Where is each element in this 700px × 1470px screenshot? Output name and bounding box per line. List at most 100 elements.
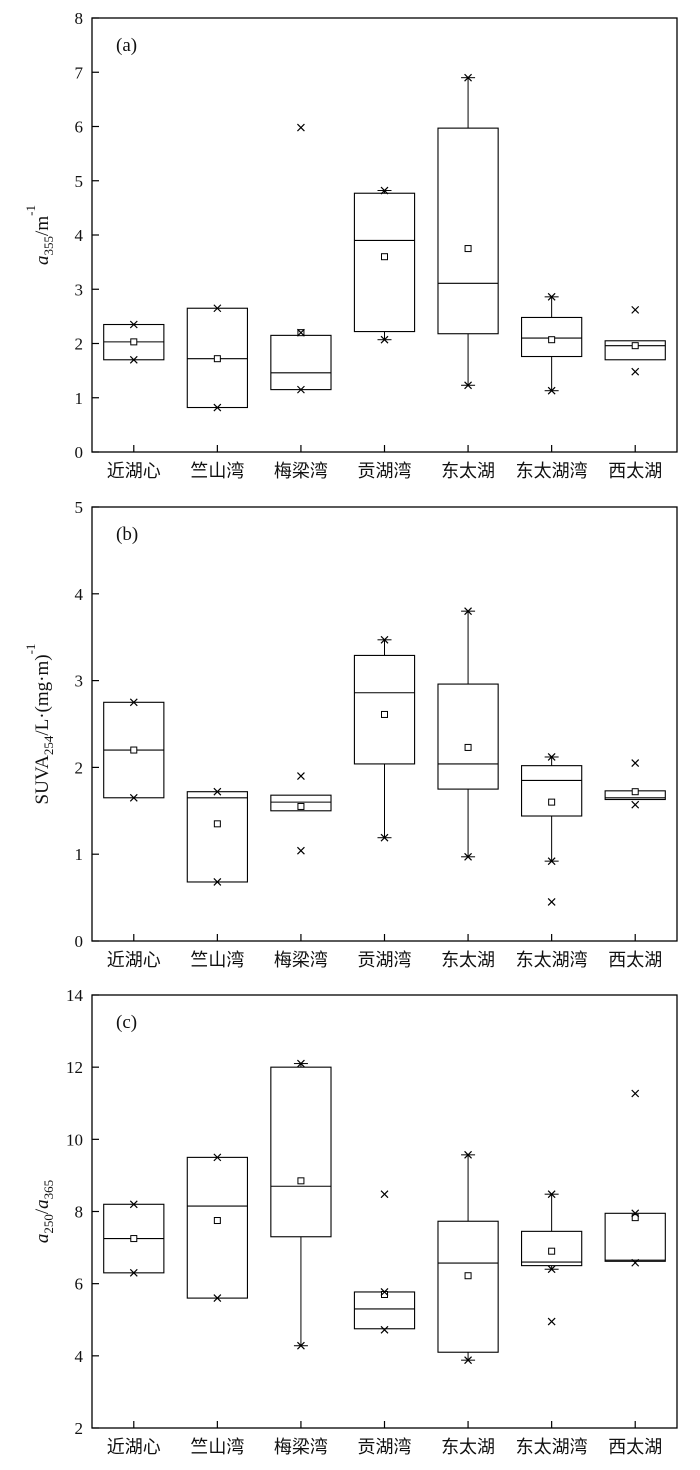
box [353, 1291, 416, 1330]
box-group [521, 1190, 583, 1326]
y-tick-label: 12 [66, 1058, 83, 1077]
mean-marker [130, 338, 138, 346]
mean-marker [297, 1177, 305, 1185]
box-group [186, 304, 248, 412]
panel-label: (a) [116, 35, 137, 56]
panel-a: 012345678近湖心竺山湾梅梁湾贡湖湾东太湖东太湖湾西太湖(a)a355/m… [23, 9, 678, 482]
category-label: 西太湖 [608, 461, 662, 482]
box-group [103, 1200, 165, 1277]
box [353, 192, 416, 333]
box-group [270, 123, 332, 394]
y-tick-label: 5 [75, 498, 84, 517]
box-group [270, 772, 332, 855]
outlier-marker [547, 1317, 556, 1326]
category-label: 梅梁湾 [274, 1437, 328, 1458]
y-tick-label: 4 [75, 585, 84, 604]
mean-marker [213, 820, 221, 828]
y-tick-label: 8 [75, 1203, 84, 1222]
min-marker [213, 1294, 222, 1303]
min-marker [464, 381, 472, 390]
max-marker [631, 759, 640, 767]
category-label: 东太湖湾 [516, 461, 588, 482]
min-marker [631, 800, 640, 809]
min-marker [380, 335, 389, 344]
category-label: 近湖心 [107, 950, 161, 971]
category-label: 东太湖湾 [516, 1437, 588, 1458]
category-label: 近湖心 [107, 1437, 161, 1458]
y-axis-title-part: 365 [41, 1180, 56, 1200]
mean-marker [130, 1235, 138, 1243]
box [521, 765, 583, 817]
outlier-marker [547, 898, 556, 906]
min-marker [213, 878, 222, 886]
category-label: 竺山湾 [190, 950, 244, 971]
outlier-marker [380, 1190, 389, 1199]
y-tick-label: 3 [75, 672, 84, 691]
mean-marker [548, 1247, 556, 1255]
box-group [270, 1059, 332, 1350]
category-label: 梅梁湾 [274, 950, 328, 971]
mean-marker [381, 710, 388, 718]
category-label: 贡湖湾 [358, 1437, 412, 1458]
max-marker [129, 1200, 138, 1209]
panel-b: 012345近湖心竺山湾梅梁湾贡湖湾东太湖东太湖湾西太湖(b)SUVA254/L… [23, 498, 678, 971]
y-axis-title-part: 254 [41, 735, 56, 755]
y-axis-title: a250/a365 [32, 1180, 56, 1243]
mean-marker [631, 1214, 639, 1222]
box-group [604, 305, 666, 376]
y-axis-title-part: SUVA [32, 755, 53, 805]
min-marker [380, 1325, 389, 1334]
min-marker [464, 852, 472, 861]
category-label: 东太湖湾 [516, 950, 588, 971]
y-axis-title-part: 250 [41, 1214, 56, 1234]
box [270, 334, 332, 391]
y-tick-label: 6 [75, 118, 84, 137]
box-group [353, 1190, 416, 1334]
y-axis-title-part: -1 [23, 205, 38, 216]
box-group [604, 759, 666, 809]
min-marker [631, 367, 640, 376]
y-axis-title-part: a [32, 1234, 53, 1244]
y-tick-label: 2 [75, 1419, 84, 1438]
box [353, 654, 416, 765]
min-marker [297, 1341, 305, 1350]
category-label: 竺山湾 [190, 461, 244, 482]
mean-marker [464, 743, 472, 751]
mean-marker [297, 802, 305, 810]
max-marker [380, 635, 389, 644]
box-group [521, 292, 583, 395]
category-label: 西太湖 [608, 1437, 662, 1458]
box-group [186, 1153, 248, 1303]
max-marker [380, 186, 389, 195]
y-tick-label: 2 [75, 758, 84, 777]
y-axis-title-part: a [32, 1199, 53, 1209]
max-marker [547, 753, 556, 761]
mean-marker [464, 245, 472, 253]
y-axis-title: a355/m-1 [23, 205, 56, 265]
mean-marker [631, 342, 639, 350]
min-marker [547, 386, 556, 395]
y-tick-label: 3 [75, 280, 84, 299]
mean-marker [548, 336, 556, 344]
y-tick-label: 4 [75, 226, 84, 245]
box-group [437, 607, 499, 861]
category-label: 贡湖湾 [358, 461, 412, 482]
category-label: 梅梁湾 [274, 461, 328, 482]
min-marker [380, 833, 389, 842]
y-tick-label: 0 [75, 932, 84, 951]
mean-marker [130, 746, 138, 754]
max-marker [213, 1153, 222, 1162]
min-marker [464, 1356, 472, 1365]
y-axis-title-part: /L·(mg·m) [32, 654, 53, 735]
y-axis-title-part: a [32, 255, 53, 265]
max-marker [297, 328, 305, 337]
mean-marker [464, 1272, 472, 1280]
mean-marker [213, 1217, 221, 1225]
box [186, 1156, 248, 1299]
category-label: 西太湖 [608, 950, 662, 971]
y-tick-label: 4 [75, 1347, 84, 1366]
min-marker [129, 793, 138, 802]
box [437, 127, 499, 335]
max-marker [464, 73, 472, 82]
